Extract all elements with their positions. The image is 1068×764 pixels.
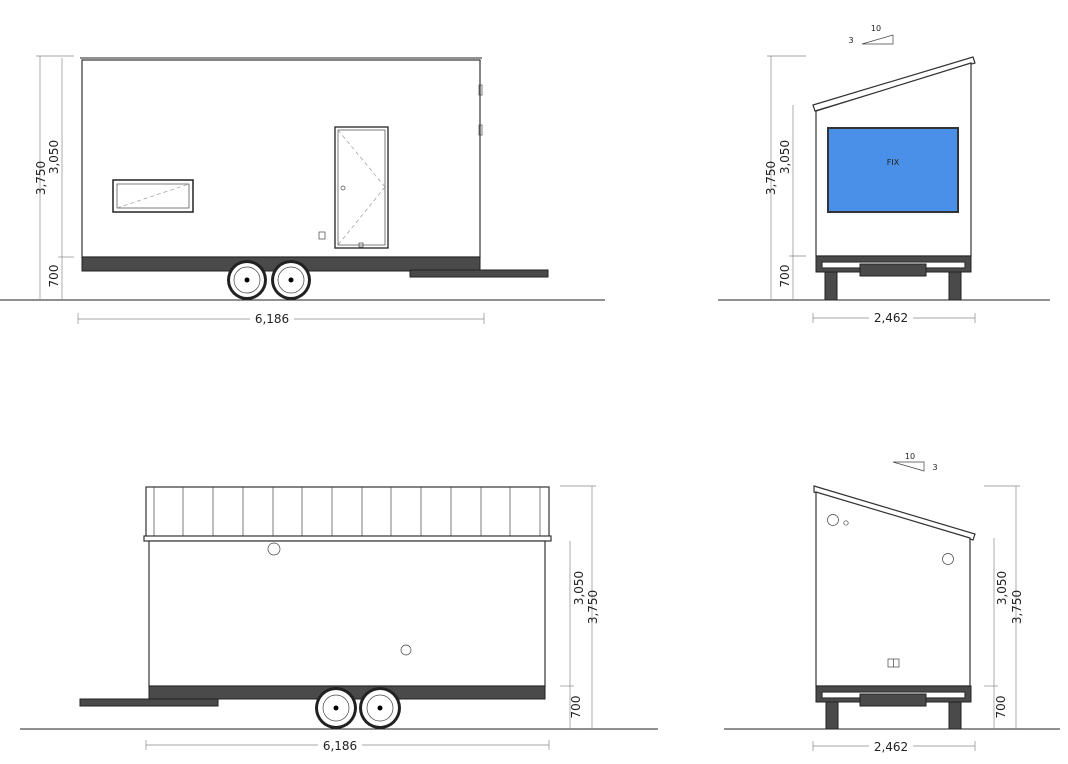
left-wheel-1 xyxy=(825,701,839,730)
front-wall xyxy=(81,59,481,258)
door-handle xyxy=(340,185,346,191)
right-wheel-1 xyxy=(824,271,838,301)
right-wall-height: 3,050 xyxy=(778,140,792,174)
vent-1 xyxy=(827,514,839,526)
right-elevation: 10 3 FIX 3,750 3,050 700 2,462 xyxy=(718,24,1050,325)
left-total-height: 3,750 xyxy=(1010,590,1024,624)
back-chassis-height: 700 xyxy=(569,696,583,719)
left-chassis-height: 700 xyxy=(994,696,1008,719)
left-slope-rise: 3 xyxy=(932,463,937,472)
front-drawbar xyxy=(409,269,549,278)
left-wheel-2 xyxy=(948,701,962,730)
front-overall-width: 6,186 xyxy=(255,312,289,326)
right-wheel-2 xyxy=(948,271,962,301)
left-wall xyxy=(815,491,971,687)
left-elevation: 10 3 3,050 3,750 700 2,462 xyxy=(724,452,1060,754)
left-wall-height: 3,050 xyxy=(995,571,1009,605)
wall-lamp-2 xyxy=(478,124,483,136)
vent-2 xyxy=(843,520,849,526)
right-overall-width: 2,462 xyxy=(874,311,908,325)
right-slope-run: 10 xyxy=(871,24,881,33)
fix-window-glass xyxy=(829,129,957,211)
vent-3 xyxy=(942,553,954,565)
front-wall-height: 3,050 xyxy=(47,140,61,174)
wall-lamp-1 xyxy=(478,84,483,96)
right-slope-rise: 3 xyxy=(848,36,853,45)
right-total-height: 3,750 xyxy=(764,161,778,195)
roof-ribs xyxy=(153,487,541,537)
back-wall xyxy=(148,540,546,687)
door-step-block xyxy=(358,242,364,248)
vent-1 xyxy=(267,542,281,556)
vent-2 xyxy=(400,644,412,656)
front-door xyxy=(334,126,389,249)
front-window xyxy=(112,179,194,213)
wall-socket xyxy=(318,231,326,240)
right-roof xyxy=(812,56,976,112)
front-chassis-height: 700 xyxy=(47,265,61,288)
right-chassis-height: 700 xyxy=(778,265,792,288)
back-wheels xyxy=(315,687,401,729)
front-elevation: 3,750 3,050 700 6,186 xyxy=(0,55,605,326)
back-overall-width: 6,186 xyxy=(323,739,357,753)
fix-window-label: FIX xyxy=(887,158,900,167)
left-overall-width: 2,462 xyxy=(874,740,908,754)
left-roof xyxy=(813,485,976,541)
roof-slope-symbol xyxy=(861,34,894,45)
back-roof-panel xyxy=(145,486,550,538)
back-wall-height: 3,050 xyxy=(572,571,586,605)
back-drawbar xyxy=(79,698,219,707)
roof-slope-symbol xyxy=(892,461,925,472)
back-total-height: 3,750 xyxy=(586,590,600,624)
left-slope-run: 10 xyxy=(905,452,915,461)
front-wheels xyxy=(227,260,311,300)
back-roof-edge xyxy=(143,535,552,542)
back-elevation: 3,050 3,750 700 6,186 xyxy=(20,485,658,753)
front-total-height: 3,750 xyxy=(34,161,48,195)
